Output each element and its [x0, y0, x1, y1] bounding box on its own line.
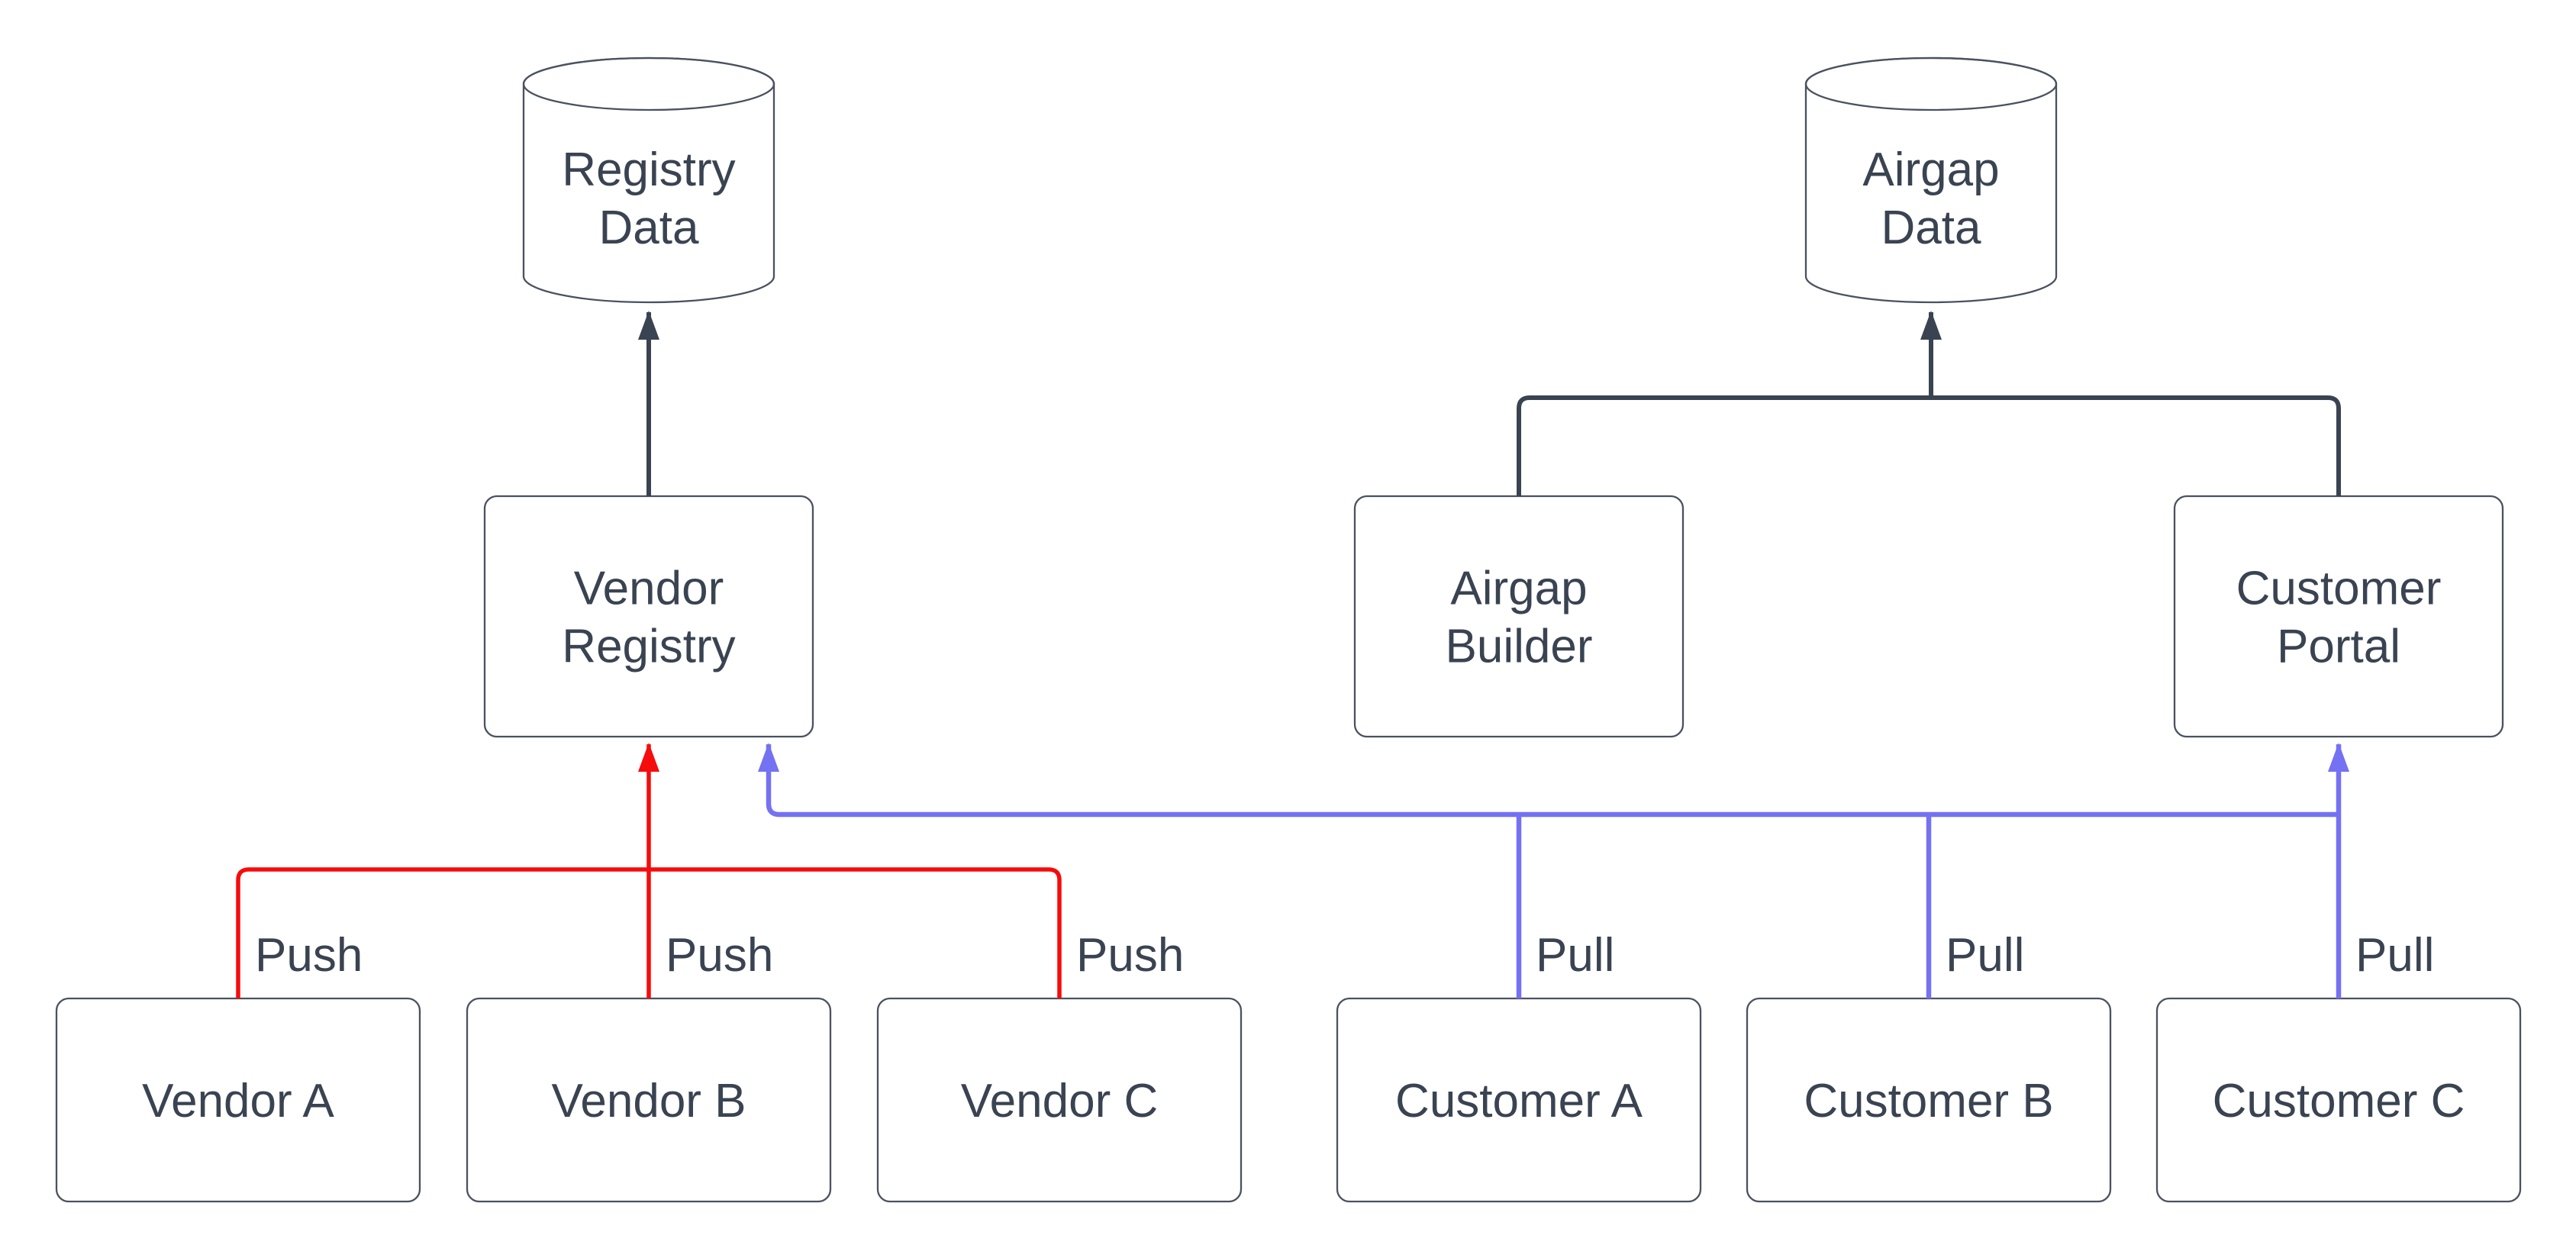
edge-customer-portal-to-trunk [1931, 395, 2341, 496]
edge-airgap-builder-to-trunk [1517, 395, 1931, 496]
node-vendor-a: Vendor A [55, 997, 421, 1203]
vendor-registry-box-shape [483, 495, 814, 738]
node-customer-b: Customer B [1746, 997, 2112, 1203]
airgap-builder-box-shape [1353, 495, 1685, 738]
edge-label-push-0: Push [255, 929, 363, 982]
edge-vendor-a-push-branch [236, 867, 649, 998]
edge-label-pull-3: Pull [1536, 929, 1614, 982]
node-customer-a: Customer A [1336, 997, 1702, 1203]
node-vendor-b: Vendor B [466, 997, 832, 1203]
vendor-a-label: Vendor A [142, 1075, 334, 1127]
vendor-c-label: Vendor C [961, 1075, 1159, 1127]
node-customer-c: Customer C [2155, 997, 2522, 1203]
edge-label-push-1: Push [666, 929, 773, 982]
vendor-b-label: Vendor B [551, 1075, 746, 1127]
edge-pull-trunk-to-vendor-registry [758, 743, 2339, 818]
registry-data-cylinder-top-rim [522, 56, 775, 111]
edge-vendor-c-push-branch [649, 867, 1062, 998]
customer-c-label: Customer C [2213, 1075, 2465, 1127]
node-vendor-c: Vendor C [876, 997, 1243, 1203]
customer-a-label: Customer A [1395, 1075, 1643, 1127]
customer-b-label: Customer B [1804, 1075, 2053, 1127]
customer-portal-box-shape [2173, 495, 2504, 738]
edge-label-pull-5: Pull [2355, 929, 2434, 982]
airgap-data-cylinder-top-rim [1804, 56, 2058, 111]
edge-label-push-2: Push [1076, 929, 1184, 982]
edge-label-pull-4: Pull [1946, 929, 2024, 982]
